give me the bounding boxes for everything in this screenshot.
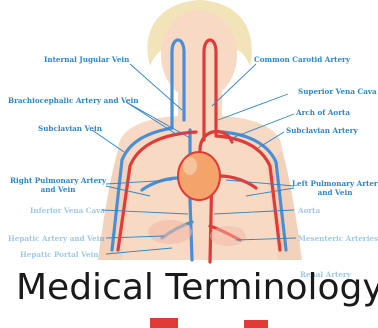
label-superior-vena-cava: Superior Vena Cava bbox=[298, 87, 377, 96]
label-internal-jugular-vein: Internal Jugular Vein bbox=[44, 55, 129, 64]
lower-artery-stub-2 bbox=[244, 320, 268, 328]
label-subclavian-vein: Subclavian Vein bbox=[38, 124, 102, 133]
heart-highlight bbox=[183, 157, 197, 175]
leader-superior-vena-cava bbox=[218, 94, 288, 120]
label-aorta: Aorta bbox=[298, 206, 320, 215]
label-subclavian-artery: Subclavian Artery bbox=[286, 126, 358, 135]
page-title: Medical Terminology bbox=[16, 266, 378, 310]
label-mesenteric-arteries: Mesenteric Arteries bbox=[298, 234, 378, 243]
label-common-carotid-artery: Common Carotid Artery bbox=[254, 55, 350, 64]
leader-subclavian-vein bbox=[92, 130, 124, 152]
label-arch-of-aorta: Arch of Aorta bbox=[296, 108, 350, 117]
label-left-pulmonary-line1: Left Pulmonary Artery bbox=[292, 179, 378, 188]
label-hepatic-artery-and-vein: Hepatic Artery and Vein bbox=[8, 234, 105, 243]
lower-artery-stub bbox=[150, 318, 178, 328]
heart-shape bbox=[178, 152, 220, 200]
liver-shape bbox=[148, 220, 192, 244]
label-brachiocephalic-artery-and-vein: Brachiocephalic Artery and Vein bbox=[8, 96, 138, 105]
label-left-pulmonary-artery-and-vein: Left Pulmonary Artery and Vein bbox=[292, 179, 378, 197]
label-left-pulmonary-line2: and Vein bbox=[292, 188, 378, 197]
label-inferior-vena-cava: Inferior Vena Cava bbox=[30, 206, 105, 215]
stomach-shape bbox=[210, 226, 246, 246]
label-hepatic-portal-vein: Hepatic Portal Vein bbox=[20, 250, 98, 259]
label-right-pulmonary-line2: and Vein bbox=[10, 185, 106, 194]
label-right-pulmonary-artery-and-vein: Right Pulmonary Artery and Vein bbox=[10, 176, 106, 194]
label-right-pulmonary-line1: Right Pulmonary Artery bbox=[10, 176, 106, 185]
